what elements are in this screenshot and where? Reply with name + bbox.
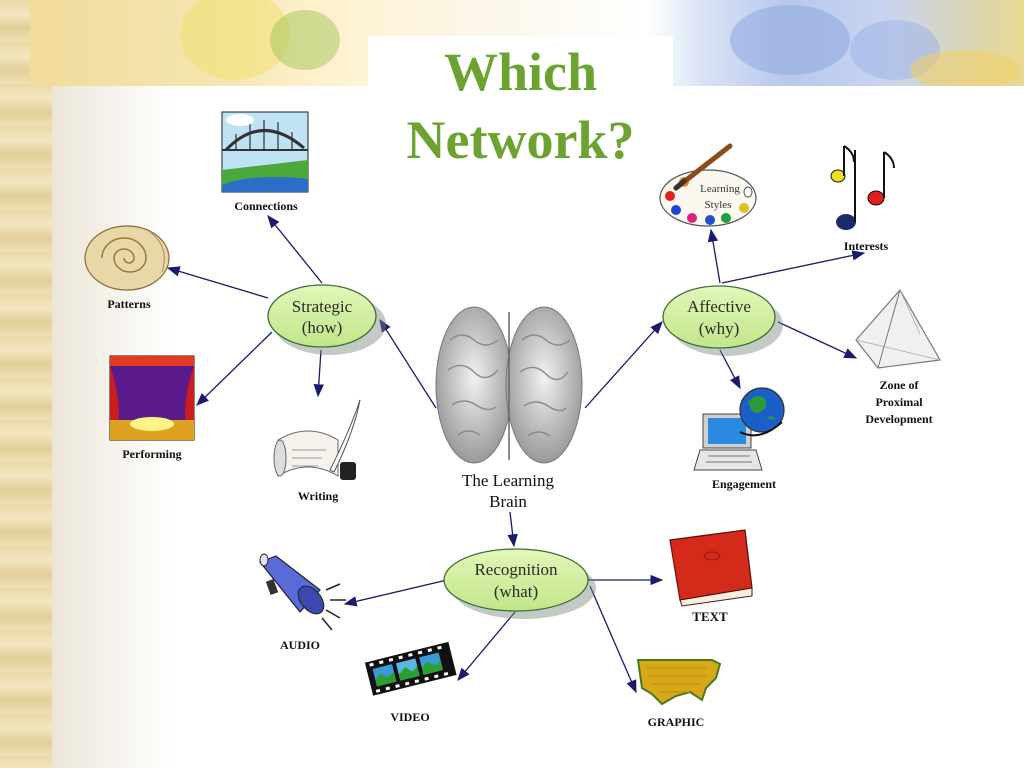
title-line-1: Which [443, 42, 598, 102]
arrow-strategic-performing [196, 331, 273, 406]
recognition-sublabel: (what) [494, 582, 538, 601]
film-strip-icon [364, 641, 457, 696]
scroll-quill-icon [273, 399, 361, 480]
arrow-strategic-connections [267, 214, 323, 284]
arrow-affective-interests [721, 250, 866, 284]
computer-globe-icon [693, 387, 785, 471]
recognition-label: Recognition [474, 560, 558, 579]
arrow-affective-zpd [777, 321, 858, 359]
slide-title: Which Network? [368, 38, 673, 174]
audio-label: AUDIO [280, 638, 320, 652]
arrow-strategic-patterns [166, 266, 269, 299]
background-banner-top [30, 0, 1024, 86]
interests-label: Interests [844, 239, 889, 253]
learning-styles-label-line-2: Styles [705, 199, 732, 211]
title-line-2: Network? [406, 110, 635, 170]
affective-sublabel: (why) [699, 319, 740, 338]
brain-icon [435, 306, 583, 464]
learning-styles-label-line-1: Learning [700, 183, 740, 195]
patterns-label: Patterns [107, 297, 151, 311]
strategic-sublabel: (how) [302, 318, 343, 337]
stage-icon [109, 355, 195, 441]
brain-label-line-2: Brain [489, 492, 527, 511]
performing-label: Performing [122, 447, 181, 461]
shell-icon [84, 225, 170, 291]
palette-icon [659, 143, 757, 227]
node-recognition: Recognition (what) [443, 548, 596, 619]
music-notes-icon [830, 145, 895, 230]
brain-label-line-1: The Learning [462, 471, 555, 490]
megaphone-icon [259, 553, 346, 631]
node-affective: Affective (why) [662, 285, 783, 356]
zpd-label-line-3: Development [865, 412, 932, 426]
arrow-recognition-graphic [589, 585, 637, 694]
title-box [368, 36, 673, 174]
graphic-label: GRAPHIC [648, 715, 705, 729]
node-strategic: Strategic (how) [267, 284, 386, 355]
strategic-label: Strategic [292, 297, 353, 316]
video-label: VIDEO [390, 710, 429, 724]
writing-label: Writing [298, 489, 338, 503]
connections-label: Connections [234, 199, 298, 213]
arrow-brain-strategic [379, 318, 437, 409]
book-icon [669, 529, 753, 607]
zpd-label-line-1: Zone of [880, 378, 920, 392]
engagement-label: Engagement [712, 477, 776, 491]
arrows [166, 214, 866, 694]
affective-label: Affective [687, 297, 751, 316]
us-map-icon [636, 659, 722, 706]
bridge-icon [221, 111, 309, 193]
text-label: TEXT [692, 609, 728, 624]
arrow-brain-affective [584, 321, 663, 409]
arrow-recognition-video [457, 611, 516, 681]
arrow-affective-engagement [719, 349, 741, 390]
zpd-label-line-2: Proximal [875, 395, 923, 409]
pyramid-icon [855, 288, 941, 369]
arrow-strategic-writing [313, 349, 324, 398]
arrow-recognition-audio [343, 579, 448, 607]
arrow-brain-recognition [507, 511, 518, 548]
arrow-affective-styles [707, 228, 721, 284]
